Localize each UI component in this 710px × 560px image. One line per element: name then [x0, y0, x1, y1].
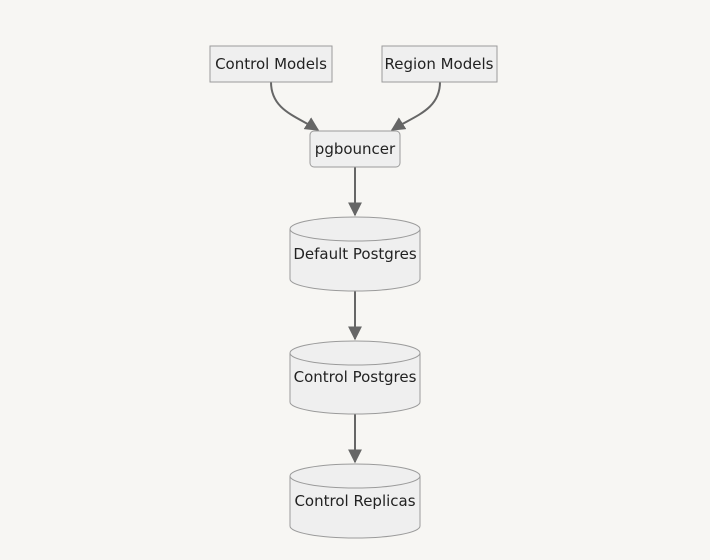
node-default-postgres-top-rim: [289, 228, 421, 242]
node-control-models-label: Control Models: [215, 55, 327, 73]
edge-control-models-to-pgbouncer: [270, 81, 320, 131]
node-default-postgres: Default Postgres: [289, 216, 421, 292]
node-default-postgres-label: Default Postgres: [293, 245, 417, 263]
edges: [270, 81, 441, 464]
node-control-models: Control Models: [209, 45, 333, 83]
node-control-postgres-label: Control Postgres: [294, 368, 417, 386]
node-region-models-label: Region Models: [385, 55, 494, 73]
node-control-replicas-top-rim: [289, 475, 421, 489]
node-control-postgres: Control Postgres: [289, 340, 421, 415]
node-control-replicas: Control Replicas: [289, 463, 421, 539]
edge-region-models-to-pgbouncer: [390, 81, 441, 131]
node-control-replicas-cylinder: [289, 463, 421, 539]
node-control-postgres-cylinder: [289, 340, 421, 415]
node-pgbouncer-box: [309, 130, 401, 168]
node-control-postgres-top-rim: [289, 352, 421, 366]
node-pgbouncer: pgbouncer: [309, 130, 401, 168]
node-control-models-box: [209, 45, 333, 83]
node-region-models: Region Models: [381, 45, 498, 83]
node-control-replicas-label: Control Replicas: [294, 492, 415, 510]
node-region-models-box: [381, 45, 498, 83]
node-default-postgres-cylinder: [289, 216, 421, 292]
node-pgbouncer-label: pgbouncer: [315, 140, 396, 158]
